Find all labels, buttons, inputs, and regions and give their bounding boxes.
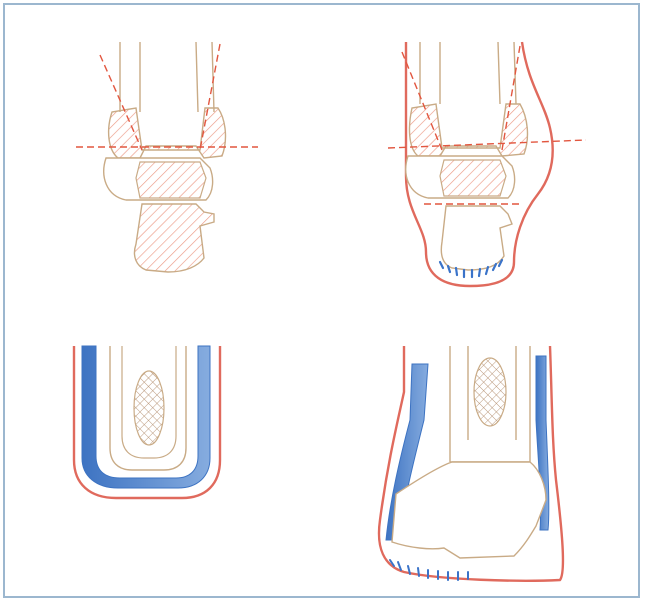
panel-bottom-left — [74, 346, 220, 498]
tibia-shaft — [120, 42, 214, 112]
marrow-core — [134, 371, 164, 445]
calcaneus-bone — [392, 462, 546, 558]
talus-resection — [440, 160, 506, 196]
calcaneus-resection — [134, 204, 214, 272]
panel-top-left — [76, 42, 258, 272]
marrow-core — [474, 358, 506, 426]
tibia-shaft — [420, 42, 516, 104]
talus-resection — [136, 162, 206, 198]
distal-tibia-resection — [109, 108, 226, 158]
heel-pad-marks — [390, 560, 468, 580]
distal-tibia-resection — [410, 104, 528, 156]
panel-top-right — [388, 42, 586, 286]
panel-bottom-right — [379, 346, 563, 581]
